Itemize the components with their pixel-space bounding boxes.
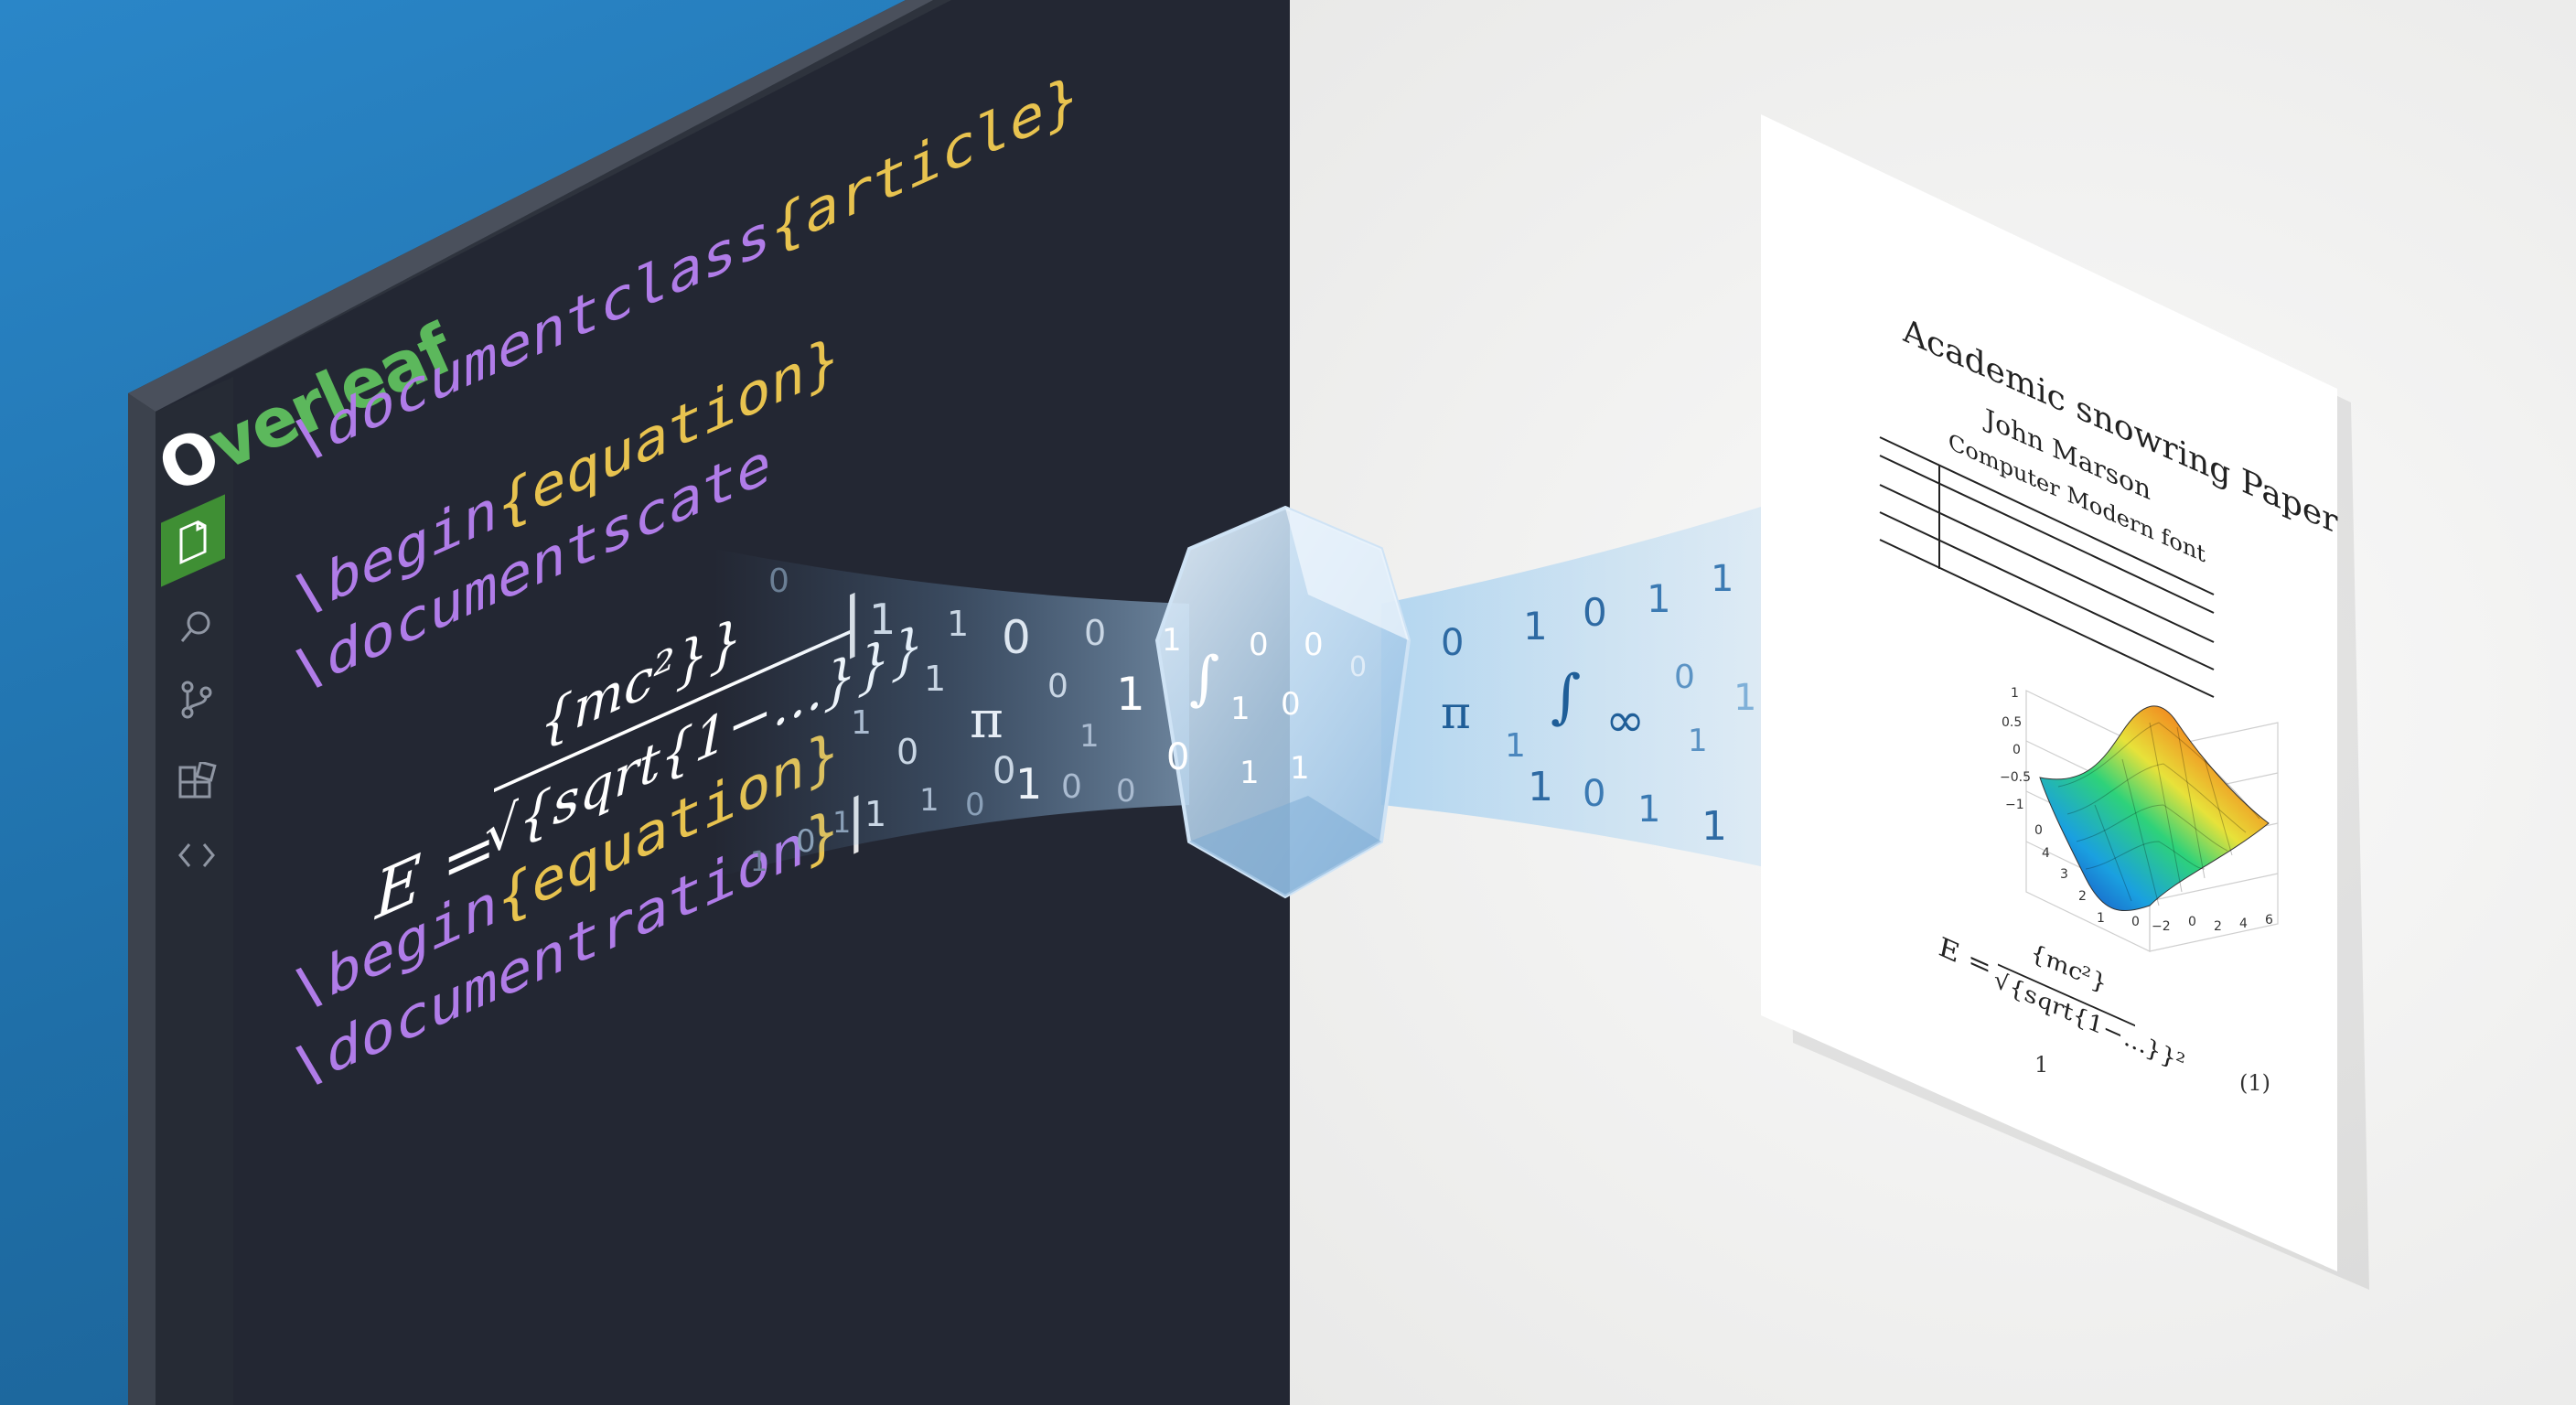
beam-symbol: 0 xyxy=(1583,590,1607,635)
beam-symbol: 0 xyxy=(768,563,789,600)
beam-symbol: 1 xyxy=(1733,677,1757,719)
beam-symbol: 1 xyxy=(869,595,896,644)
beam-symbol: 0 xyxy=(796,823,816,860)
plot-tick: 3 xyxy=(2060,867,2068,882)
code-icon[interactable] xyxy=(165,823,229,887)
plot-tick: 0 xyxy=(2131,915,2140,929)
search-icon[interactable] xyxy=(165,595,229,659)
plot-tick: 1 xyxy=(2097,911,2105,926)
prism-symbol: 1 xyxy=(1290,750,1310,787)
plot-tick: −0.5 xyxy=(2000,770,2031,785)
plot-tick: −1 xyxy=(2005,798,2024,812)
prism-highlight xyxy=(1285,508,1409,640)
paper-sheet xyxy=(1761,114,2337,1271)
beam-symbol: 0 xyxy=(1061,768,1082,806)
beam-symbol: 1 xyxy=(832,805,852,840)
prism-symbol: 0 xyxy=(1249,627,1269,663)
beam-symbol: 1 xyxy=(851,704,872,742)
beam-left xyxy=(714,549,1189,878)
beam-symbol: 0 xyxy=(1116,773,1136,810)
prism-symbol: ∫ xyxy=(1189,645,1220,713)
beam-symbol: 1 xyxy=(1647,576,1671,621)
beam-symbol: 1 xyxy=(1711,558,1734,600)
beam-symbol: 1 xyxy=(1015,759,1043,809)
beam-symbol: 1 xyxy=(1505,727,1526,765)
beam-symbol: 0 xyxy=(1002,611,1031,664)
beam-symbol: 1 xyxy=(924,659,947,699)
beam-symbol: 1 xyxy=(1523,604,1548,649)
plot-tick: 4 xyxy=(2239,917,2248,931)
plot-tick: 0 xyxy=(2012,743,2021,757)
prism-symbol: 0 xyxy=(1304,627,1324,663)
beam-symbol: 1 xyxy=(1116,668,1145,721)
beam-symbol: 0 xyxy=(993,750,1016,792)
beam-symbol: π xyxy=(1441,686,1471,739)
beam-symbol: 1 xyxy=(1528,764,1553,810)
beam-symbol: 1 xyxy=(919,782,939,819)
prism-symbol: 1 xyxy=(1162,622,1182,659)
plot-tick: 0 xyxy=(2034,823,2043,838)
prism-shadow xyxy=(1189,796,1381,896)
plot-tick: 2 xyxy=(2078,889,2087,904)
prism-symbol: 0 xyxy=(1281,686,1301,723)
beam-symbol: 0 xyxy=(1441,622,1465,664)
prism-symbol: 1 xyxy=(1240,755,1260,791)
beam-symbol: ∫ xyxy=(1551,663,1582,731)
extensions-icon[interactable] xyxy=(165,750,229,814)
beam-symbol: ∞ xyxy=(1605,693,1646,748)
beam-symbol: 0 xyxy=(1674,659,1695,696)
beam-symbol: 1 xyxy=(750,846,768,878)
beam-symbol: 0 xyxy=(896,732,919,772)
plot-tick: 2 xyxy=(2214,919,2222,934)
prism-symbol: 0 xyxy=(1166,736,1190,778)
plot-tick: −2 xyxy=(2152,919,2171,934)
plot-tick: 6 xyxy=(2265,913,2273,928)
beam-symbol: 1 xyxy=(1079,718,1100,755)
file-icon[interactable] xyxy=(161,494,225,587)
beam-symbol: 0 xyxy=(1084,613,1107,653)
git-branch-icon[interactable] xyxy=(165,668,229,732)
plot-tick: 0 xyxy=(2188,915,2196,929)
surface-plot xyxy=(2025,690,2279,952)
paper-table xyxy=(1879,436,2215,698)
beam-symbol: 1 xyxy=(947,604,970,644)
plot-tick: 4 xyxy=(2042,846,2050,861)
plot-tick: 1 xyxy=(2011,686,2019,701)
beam-symbol: 1 xyxy=(1688,723,1708,759)
paper-page-number: 1 xyxy=(2034,1052,2049,1078)
beam-symbol: 1 xyxy=(1637,788,1661,831)
plot-tick: 0.5 xyxy=(2002,715,2023,730)
paper-equation-number: (1) xyxy=(2239,1070,2270,1096)
prism-symbol: 0 xyxy=(1349,651,1368,683)
prism-symbol: 1 xyxy=(1230,691,1250,727)
beam-symbol: 0 xyxy=(1583,773,1606,815)
beam-symbol: 1 xyxy=(864,794,887,834)
beam-symbol: 1 xyxy=(1701,803,1727,850)
beam-symbol: 0 xyxy=(1047,668,1068,705)
beam-symbol: 0 xyxy=(965,787,985,823)
beam-symbol: π xyxy=(970,691,1004,750)
